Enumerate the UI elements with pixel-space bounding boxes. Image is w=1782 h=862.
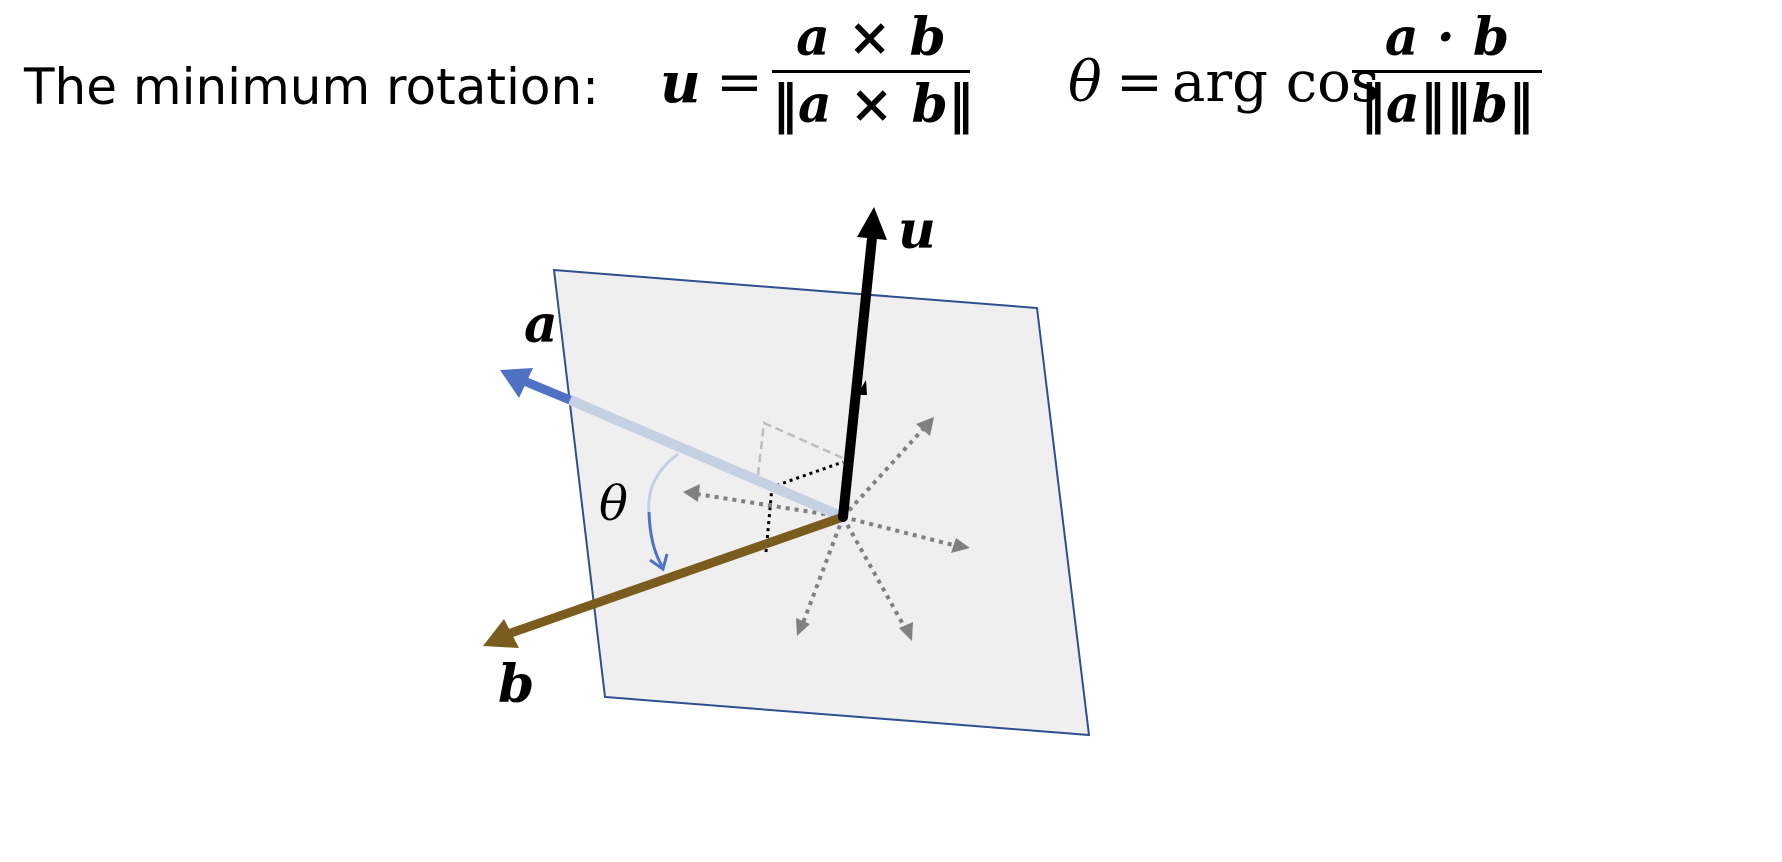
vector-a-arrowhead [500, 368, 533, 398]
label-theta: θ [599, 476, 628, 532]
vector-u-notch [857, 380, 867, 395]
formula-u-denominator: ‖a × b‖ [772, 74, 974, 135]
vector-b-arrowhead [483, 619, 519, 648]
arrowhead-right [951, 538, 970, 553]
arrowhead-upper-right [916, 417, 934, 436]
candidate-axis-right [842, 515, 958, 548]
vector-u-arrowhead [857, 207, 887, 240]
arrowhead-left [683, 484, 700, 502]
heading: The minimum rotation: [24, 58, 599, 116]
fraction-bar [1352, 70, 1542, 73]
formula-theta-numerator: a · b [1384, 7, 1510, 68]
formula-theta-lhs: θ [1068, 50, 1102, 115]
candidate-axis-left [696, 492, 844, 519]
label-u: u [898, 200, 936, 261]
formula-theta-fraction: a · b ‖a‖‖b‖ [1352, 10, 1542, 133]
arrowhead-lower-right [899, 622, 913, 641]
vector-u [838, 233, 877, 522]
formula-u-numerator: a × b [796, 7, 946, 68]
label-a: a [524, 294, 558, 355]
vector-a-faded [565, 395, 848, 522]
vector-a [522, 376, 572, 405]
vector-b [503, 512, 848, 639]
candidate-axes [696, 426, 958, 629]
fraction-bar [772, 70, 970, 73]
candidate-axis-heads [683, 417, 970, 641]
candidate-axis-lower-left [801, 516, 845, 624]
theta-arc-faded [647, 452, 679, 513]
theta-arc-arrowhead [649, 553, 669, 572]
formula-u-equals: = [716, 50, 763, 115]
label-b: b [498, 654, 534, 715]
theta-arc [647, 511, 664, 567]
candidate-axis-upper-right [841, 426, 926, 519]
formula-theta-func: arg cos [1172, 50, 1380, 115]
candidate-axis-lower-right [841, 516, 907, 629]
arrowhead-lower-left [796, 618, 810, 636]
formula-theta-equals: = [1116, 50, 1163, 115]
formula-u-fraction: a × b ‖a × b‖ [772, 7, 974, 135]
right-angle-marker-dashed [756, 421, 846, 476]
formula-theta-denominator: ‖a‖‖b‖ [1359, 74, 1535, 135]
formula-u-lhs: u [660, 50, 701, 116]
